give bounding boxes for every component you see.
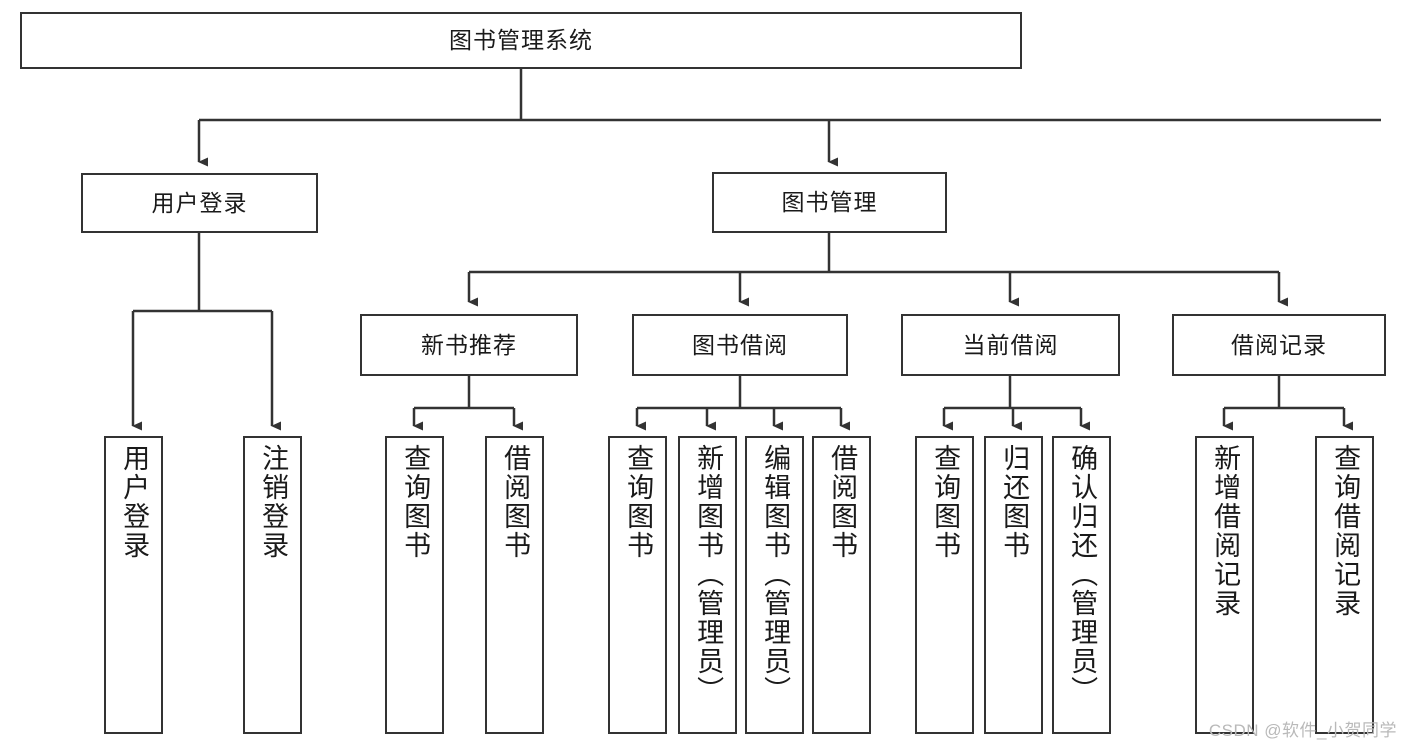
leaf-new-book-query[interactable]: 查询图书 xyxy=(385,436,444,734)
leaf-new-book-borrow[interactable]: 借阅图书 xyxy=(485,436,544,734)
leaf-current-borrow-return[interactable]: 归还图书 xyxy=(984,436,1043,734)
leaf-book-borrow-lend[interactable]: 借阅图书 xyxy=(812,436,871,734)
node-borrow-record[interactable]: 借阅记录 xyxy=(1172,314,1386,376)
node-label: 图书借阅 xyxy=(692,331,788,358)
leaf-user-login-signin[interactable]: 用户登录 xyxy=(104,436,163,734)
leaf-label: 借阅图书 xyxy=(827,444,858,560)
leaf-label: 归还图书 xyxy=(999,444,1030,560)
leaf-user-login-signout[interactable]: 注销登录 xyxy=(243,436,302,734)
leaf-current-borrow-query[interactable]: 查询图书 xyxy=(915,436,974,734)
leaf-borrow-record-query[interactable]: 查询借阅记录 xyxy=(1315,436,1374,734)
leaf-label: 编辑图书（管理员） xyxy=(760,444,791,705)
leaf-current-borrow-confirm[interactable]: 确认归还（管理员） xyxy=(1052,436,1111,734)
node-current-borrow[interactable]: 当前借阅 xyxy=(901,314,1120,376)
leaf-label: 新增图书（管理员） xyxy=(693,444,724,705)
node-label: 图书管理 xyxy=(781,189,878,215)
leaf-label: 查询图书 xyxy=(930,444,961,560)
leaf-label: 查询图书 xyxy=(400,444,431,560)
node-book-borrow[interactable]: 图书借阅 xyxy=(632,314,848,376)
leaf-borrow-record-add[interactable]: 新增借阅记录 xyxy=(1195,436,1254,734)
leaf-label: 注销登录 xyxy=(258,444,289,560)
leaf-label: 新增借阅记录 xyxy=(1210,444,1241,618)
leaf-label: 确认归还（管理员） xyxy=(1067,444,1098,705)
watermark-text: CSDN @软件_小贺同学 xyxy=(1208,721,1397,740)
node-root-system[interactable]: 图书管理系统 xyxy=(20,12,1022,69)
node-user-login[interactable]: 用户登录 xyxy=(81,173,318,233)
node-label: 借阅记录 xyxy=(1231,331,1327,358)
leaf-book-borrow-edit[interactable]: 编辑图书（管理员） xyxy=(745,436,804,734)
leaf-label: 查询借阅记录 xyxy=(1330,444,1361,618)
leaf-label: 借阅图书 xyxy=(500,444,531,560)
node-label: 图书管理系统 xyxy=(449,27,593,53)
leaf-label: 用户登录 xyxy=(119,444,150,560)
leaf-book-borrow-add[interactable]: 新增图书（管理员） xyxy=(678,436,737,734)
node-new-book-recommend[interactable]: 新书推荐 xyxy=(360,314,578,376)
node-label: 当前借阅 xyxy=(962,331,1059,358)
node-book-management[interactable]: 图书管理 xyxy=(712,172,947,233)
leaf-label: 查询图书 xyxy=(623,444,654,560)
node-label: 用户登录 xyxy=(151,189,248,216)
leaf-book-borrow-query[interactable]: 查询图书 xyxy=(608,436,667,734)
node-label: 新书推荐 xyxy=(421,331,517,358)
